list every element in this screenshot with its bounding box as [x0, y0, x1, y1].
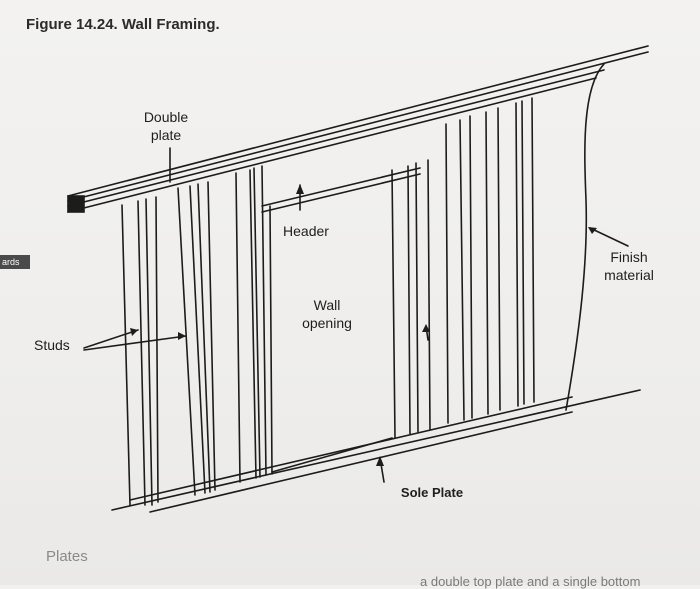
studs-arrowhead-2 [178, 332, 186, 340]
header-top-edge [261, 173, 421, 213]
top-plate-edge-1 [67, 45, 649, 197]
top-plate-edge-3 [67, 69, 605, 207]
sole-plate-arrowhead [376, 456, 384, 466]
double-plate-label-line1: Double [143, 109, 189, 125]
top-plate-edge-4 [67, 77, 597, 213]
header-bottom-edge [261, 167, 421, 207]
wall-opening-label-line2: opening [302, 315, 352, 331]
double-plate-label-line2: plate [150, 127, 182, 143]
studs-arrowhead-1 [130, 328, 138, 336]
studs-leader-1 [83, 329, 139, 349]
double-plate-label: Double plate [134, 108, 198, 144]
opening-sill [271, 437, 393, 473]
wall-opening-label: Wall opening [292, 296, 362, 332]
finish-label-line1: Finish [610, 249, 648, 265]
finish-material-edge [565, 63, 605, 411]
top-plate-edge-2 [67, 51, 649, 202]
sole-plate-label: Sole Plate [400, 485, 464, 500]
finish-arrowhead [588, 227, 597, 234]
header-arrowhead [296, 184, 304, 194]
sole-plate-lower-edge [149, 411, 573, 513]
finish-label-line2: material [604, 267, 654, 283]
cut-off-body-text: a double top plate and a single bottom [420, 574, 641, 589]
wall-opening-label-line1: Wall [313, 297, 341, 313]
studs-leader-2 [83, 335, 187, 351]
studs-label: Studs [34, 337, 70, 353]
figure-title: Figure 14.24. Wall Framing. [26, 16, 220, 33]
header-label: Header [283, 223, 329, 239]
sole-plate-bottom-edge [111, 389, 641, 511]
sole-plate-top-edge [129, 396, 573, 501]
plate-end-block [67, 195, 85, 213]
finish-leader [589, 227, 629, 247]
studs-group [121, 97, 535, 506]
side-tab[interactable]: ards [0, 255, 30, 269]
opening-arrowhead [422, 324, 430, 332]
finish-material-label: Finish material [596, 248, 662, 284]
plates-heading: Plates [46, 548, 88, 565]
